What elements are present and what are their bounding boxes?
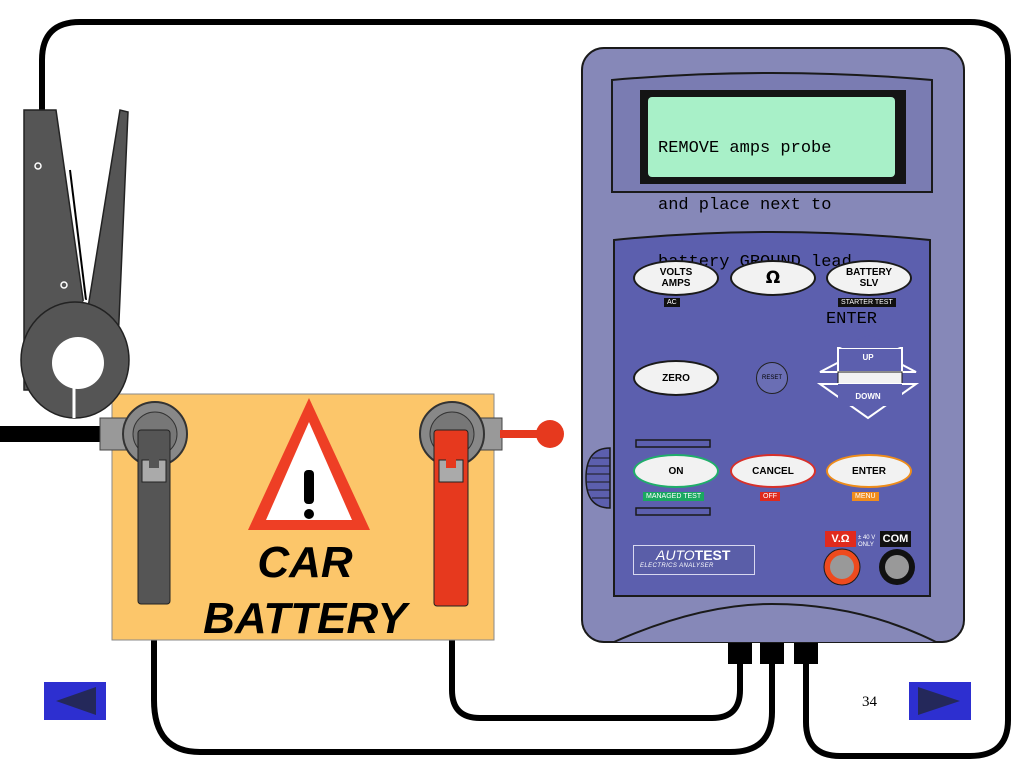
managed-test-tag: MANAGED TEST: [643, 492, 705, 501]
voltage-limit-label: ± 40 V ONLY: [858, 535, 876, 548]
battery-label-car: CAR: [257, 538, 353, 587]
ohm-button[interactable]: Ω: [730, 260, 816, 296]
cables: [39, 19, 1011, 759]
positive-lead-cable: [449, 607, 743, 721]
off-tag: OFF: [760, 492, 780, 501]
warning-triangle-icon: [248, 398, 370, 530]
ground-lead-cable: [151, 597, 775, 755]
starter-test-tag: STARTER TEST: [838, 298, 896, 307]
battery-label-battery: BATTERY: [203, 594, 407, 643]
positive-terminal: [419, 401, 564, 607]
v-ohm-label: V.Ω: [825, 531, 856, 547]
enter-button[interactable]: ENTER: [826, 454, 912, 488]
lcd-line-4: ENTER: [825, 310, 877, 329]
ac-tag: AC: [664, 298, 680, 307]
volts-amps-button[interactable]: VOLTS AMPS: [633, 260, 719, 296]
on-button[interactable]: ON: [633, 454, 719, 488]
zero-button[interactable]: ZERO: [633, 360, 719, 396]
negative-cable-stub: [0, 426, 110, 442]
amps-clamp-probe: [20, 109, 130, 419]
com-label: COM: [880, 531, 911, 547]
left-triangle-icon: [56, 687, 96, 715]
reset-button[interactable]: RESET: [756, 362, 788, 394]
next-slide-button[interactable]: [909, 682, 971, 720]
prev-slide-button[interactable]: [44, 682, 106, 720]
jacks: [823, 548, 915, 586]
autotest-logo: AUTOTEST ELECTRICS ANALYSER: [633, 545, 755, 575]
menu-tag: MENU: [852, 492, 879, 501]
lcd-line-1: REMOVE amps probe: [658, 139, 832, 158]
negative-terminal: [99, 401, 188, 605]
battery-slv-button[interactable]: BATTERY SLV: [826, 260, 912, 296]
up-down-control: [816, 335, 920, 420]
clamp-cable: [39, 19, 1011, 759]
page-number: 34: [862, 694, 877, 710]
logo-subtitle: ELECTRICS ANALYSER: [640, 563, 714, 569]
right-triangle-icon: [918, 687, 960, 715]
cancel-button[interactable]: CANCEL: [730, 454, 816, 488]
down-label[interactable]: DOWN: [855, 392, 881, 401]
up-label[interactable]: UP: [862, 353, 874, 362]
logo-brand: AUTOTEST: [656, 547, 731, 563]
lcd-line-2: and place next to: [658, 196, 832, 215]
lcd-display: REMOVE amps probe and place next to batt…: [648, 97, 895, 329]
